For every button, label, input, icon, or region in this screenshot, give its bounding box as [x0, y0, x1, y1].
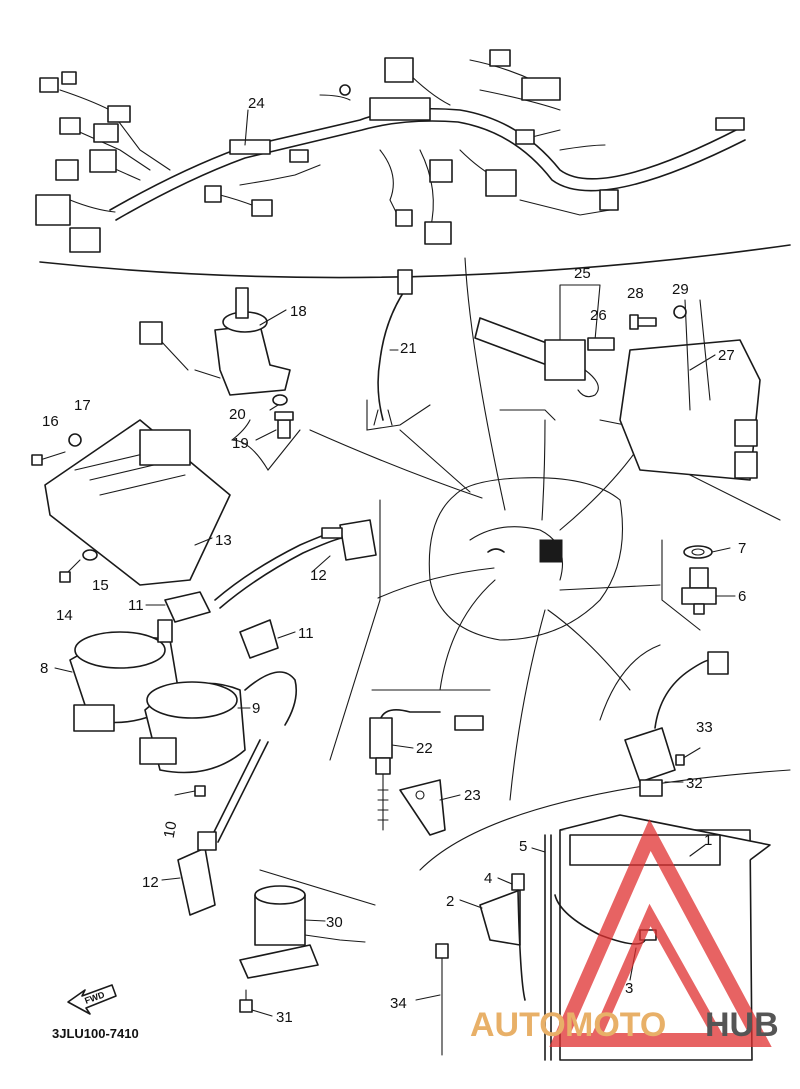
bolt-16: [31, 451, 66, 466]
callout-12-upper: 12: [310, 567, 327, 584]
washer-17: [68, 433, 82, 447]
callout-24: 24: [248, 95, 265, 112]
fwd-arrow-icon: FWD: [67, 984, 117, 1015]
callout-15: 15: [92, 577, 109, 594]
bolt-14: [59, 559, 81, 583]
callout-23: 23: [464, 787, 481, 804]
solenoid-30: [239, 885, 366, 979]
callout-2: 2: [446, 893, 454, 910]
callout-3: 3: [625, 980, 633, 997]
sensor-32: [624, 651, 729, 797]
bolt-19: [274, 411, 294, 439]
callout-1: 1: [704, 832, 712, 849]
callout-10: 10: [161, 820, 181, 839]
callout-20: 20: [229, 406, 246, 423]
callout-8: 8: [40, 660, 48, 677]
washer-15: [82, 549, 98, 561]
callout-19: 19: [232, 435, 249, 452]
callout-6: 6: [738, 588, 746, 605]
callout-4: 4: [484, 870, 492, 887]
diagram-code: 3JLU100-7410: [52, 1026, 139, 1041]
cable-tie-34: [435, 943, 449, 1056]
washer-20: [272, 394, 288, 406]
battery-band-2: [479, 889, 521, 946]
relay-25: [474, 284, 601, 398]
section-boundaries: [231, 399, 791, 906]
callout-labels: 24 18 20 19 21 25 26 28 29 27 16 17 13 1…: [40, 95, 746, 1026]
watermark-auto: AUTO: [470, 1006, 566, 1044]
callout-18: 18: [290, 303, 307, 320]
plug-cap-12-lower: [177, 739, 269, 916]
callout-32: 32: [686, 775, 703, 792]
switch-22: [369, 709, 484, 831]
callout-16: 16: [42, 413, 59, 430]
callout-7: 7: [738, 540, 746, 557]
fuse-26: [587, 337, 615, 351]
callout-14: 14: [56, 607, 73, 624]
cap-11-left: [164, 591, 211, 623]
washer-29: [673, 305, 687, 319]
terminal-4: [511, 873, 526, 1001]
callout-25: 25: [574, 265, 591, 282]
callout-13: 13: [215, 532, 232, 549]
lead-21: [373, 269, 413, 426]
callout-26: 26: [590, 307, 607, 324]
callout-33: 33: [696, 719, 713, 736]
callout-11-right: 11: [298, 625, 314, 642]
bolt-33: [675, 747, 701, 766]
callout-34: 34: [390, 995, 407, 1012]
callout-29: 29: [672, 281, 689, 298]
watermark-moto: MOTO: [565, 1006, 666, 1044]
bracket-23: [399, 779, 446, 836]
bolt-10: [174, 785, 206, 797]
screw-28: [629, 314, 657, 330]
callout-31: 31: [276, 1009, 293, 1026]
main-switch-18: [139, 287, 291, 396]
gasket-7: [683, 545, 713, 559]
breather-hose-5: [544, 834, 552, 1061]
plug-cap-12-upper: [214, 519, 377, 609]
callout-12-lower: 12: [142, 874, 159, 891]
ignition-coil-8: [69, 619, 181, 732]
cdi-unit-27: [619, 299, 761, 481]
callout-9: 9: [252, 700, 260, 717]
callout-30: 30: [326, 914, 343, 931]
callout-27: 27: [718, 347, 735, 364]
callout-28: 28: [627, 285, 644, 302]
neutral-switch-6: [681, 567, 717, 615]
watermark-text: AUTO MOTO HUB: [470, 1006, 779, 1044]
watermark-hub: HUB: [705, 1006, 779, 1044]
callout-17: 17: [74, 397, 91, 414]
bolt-31: [239, 989, 253, 1013]
ignition-coil-9: [139, 671, 298, 774]
callout-5: 5: [519, 838, 527, 855]
leader-lines: [231, 257, 661, 801]
wire-harness-24: [35, 49, 791, 279]
callout-22: 22: [416, 740, 433, 757]
callout-11-left: 11: [128, 597, 144, 614]
watermark-logo: [549, 819, 772, 1047]
rectifier-13: [44, 419, 231, 586]
cap-11-right: [239, 619, 279, 659]
callout-21: 21: [400, 340, 417, 357]
frame-outline: [428, 477, 624, 641]
